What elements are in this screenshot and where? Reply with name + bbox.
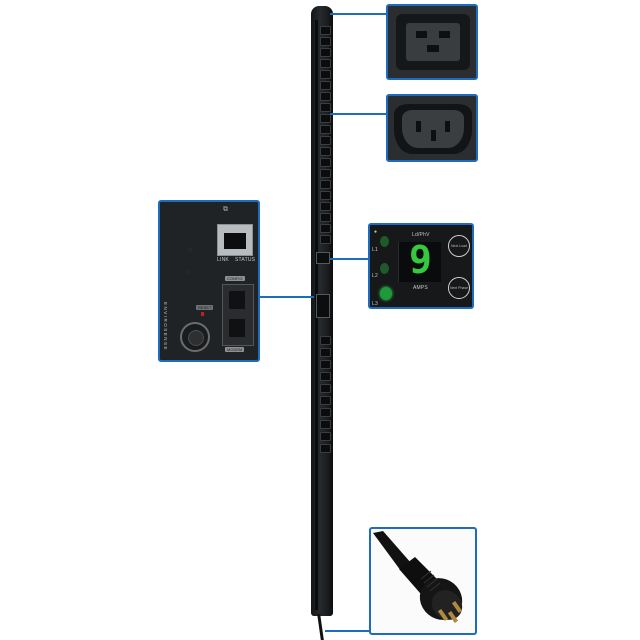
outlet-slot [320, 37, 331, 46]
network-rj45-port[interactable] [217, 224, 253, 256]
screw-icon: ◌ [188, 247, 193, 254]
outlet-slot [320, 202, 331, 211]
amps-label: AMPS [413, 285, 428, 291]
network-icon: ⧉ [223, 206, 229, 213]
outlet-slot [320, 136, 331, 145]
outlet-slot [320, 213, 331, 222]
led-l1 [380, 236, 389, 247]
outlet-slot [320, 235, 331, 244]
outlet-slot [320, 336, 331, 345]
outlet-slot [320, 384, 331, 393]
outlet-slot [320, 224, 331, 233]
outlet-slot [320, 444, 331, 453]
callout-line-control [259, 296, 314, 298]
callout-line-plug [325, 630, 370, 632]
c13-outlet-icon [394, 104, 472, 154]
current-reading: 9 [409, 238, 432, 282]
outlet-slot [320, 396, 331, 405]
outlet-slot [320, 158, 331, 167]
status-label: STATUS [235, 257, 256, 263]
screw-icon: ◌ [185, 269, 190, 276]
next-load-button[interactable]: Next Load [448, 235, 470, 257]
digit-window: 9 [398, 238, 441, 282]
config-label: CONFIG [225, 276, 245, 281]
modem-label: MODEM [225, 347, 245, 352]
outlet-slot [320, 92, 331, 101]
outlet-slot [320, 180, 331, 189]
locking-plug-icon [373, 531, 463, 624]
outlet-slot [320, 348, 331, 357]
control-panel-callout: ⧉ LINK STATUS ◌ ◌ CONFIG MODEM RESET ENV… [158, 200, 260, 362]
pdu-strip [311, 6, 333, 616]
led-l3 [380, 287, 392, 300]
led-l2 [380, 263, 389, 274]
link-label: LINK [217, 257, 229, 263]
next-phase-button[interactable]: Next Phase [448, 277, 470, 299]
outlet-slot [320, 408, 331, 417]
pdu-network-port [316, 294, 330, 318]
meter-display-callout: ● L1 L2 L3 Ld/PhV 9 AMPS Next Load Next … [368, 223, 474, 309]
pdu-power-cord [317, 614, 324, 640]
config-modem-ports[interactable] [222, 284, 254, 346]
callout-line-c19 [330, 13, 386, 15]
outlet-slot [320, 125, 331, 134]
envirosense-port[interactable] [180, 322, 210, 352]
c19-outlet-callout [386, 4, 478, 80]
outlet-slot [320, 147, 331, 156]
outlet-slot [320, 432, 331, 441]
led-l1-label: L1 [372, 247, 378, 253]
reset-button[interactable] [201, 312, 204, 316]
pdu-meter-window [316, 252, 330, 264]
outlet-slot [320, 372, 331, 381]
outlet-slot [320, 114, 331, 123]
envirosense-label: ENVIROSENSE [163, 302, 168, 352]
outlet-slot [320, 103, 331, 112]
led-l2-label: L2 [372, 273, 378, 279]
outlet-slot [320, 420, 331, 429]
callout-line-meter [330, 258, 368, 260]
reset-label: RESET [196, 305, 214, 310]
outlet-slot [320, 48, 331, 57]
outlet-slot [320, 59, 331, 68]
outlet-slot [320, 360, 331, 369]
outlet-slot [320, 26, 331, 35]
outlet-slot [320, 169, 331, 178]
c13-outlet-callout [386, 94, 478, 162]
outlet-slot [320, 70, 331, 79]
outlet-slot [320, 81, 331, 90]
callout-line-c13 [330, 113, 386, 115]
power-indicator-icon: ● [374, 229, 378, 235]
c19-outlet-icon [396, 14, 470, 70]
display-top-label: Ld/PhV [412, 232, 430, 238]
outlet-slot [320, 191, 331, 200]
power-plug-callout [369, 527, 477, 635]
led-l3-label: L3 [372, 301, 378, 307]
